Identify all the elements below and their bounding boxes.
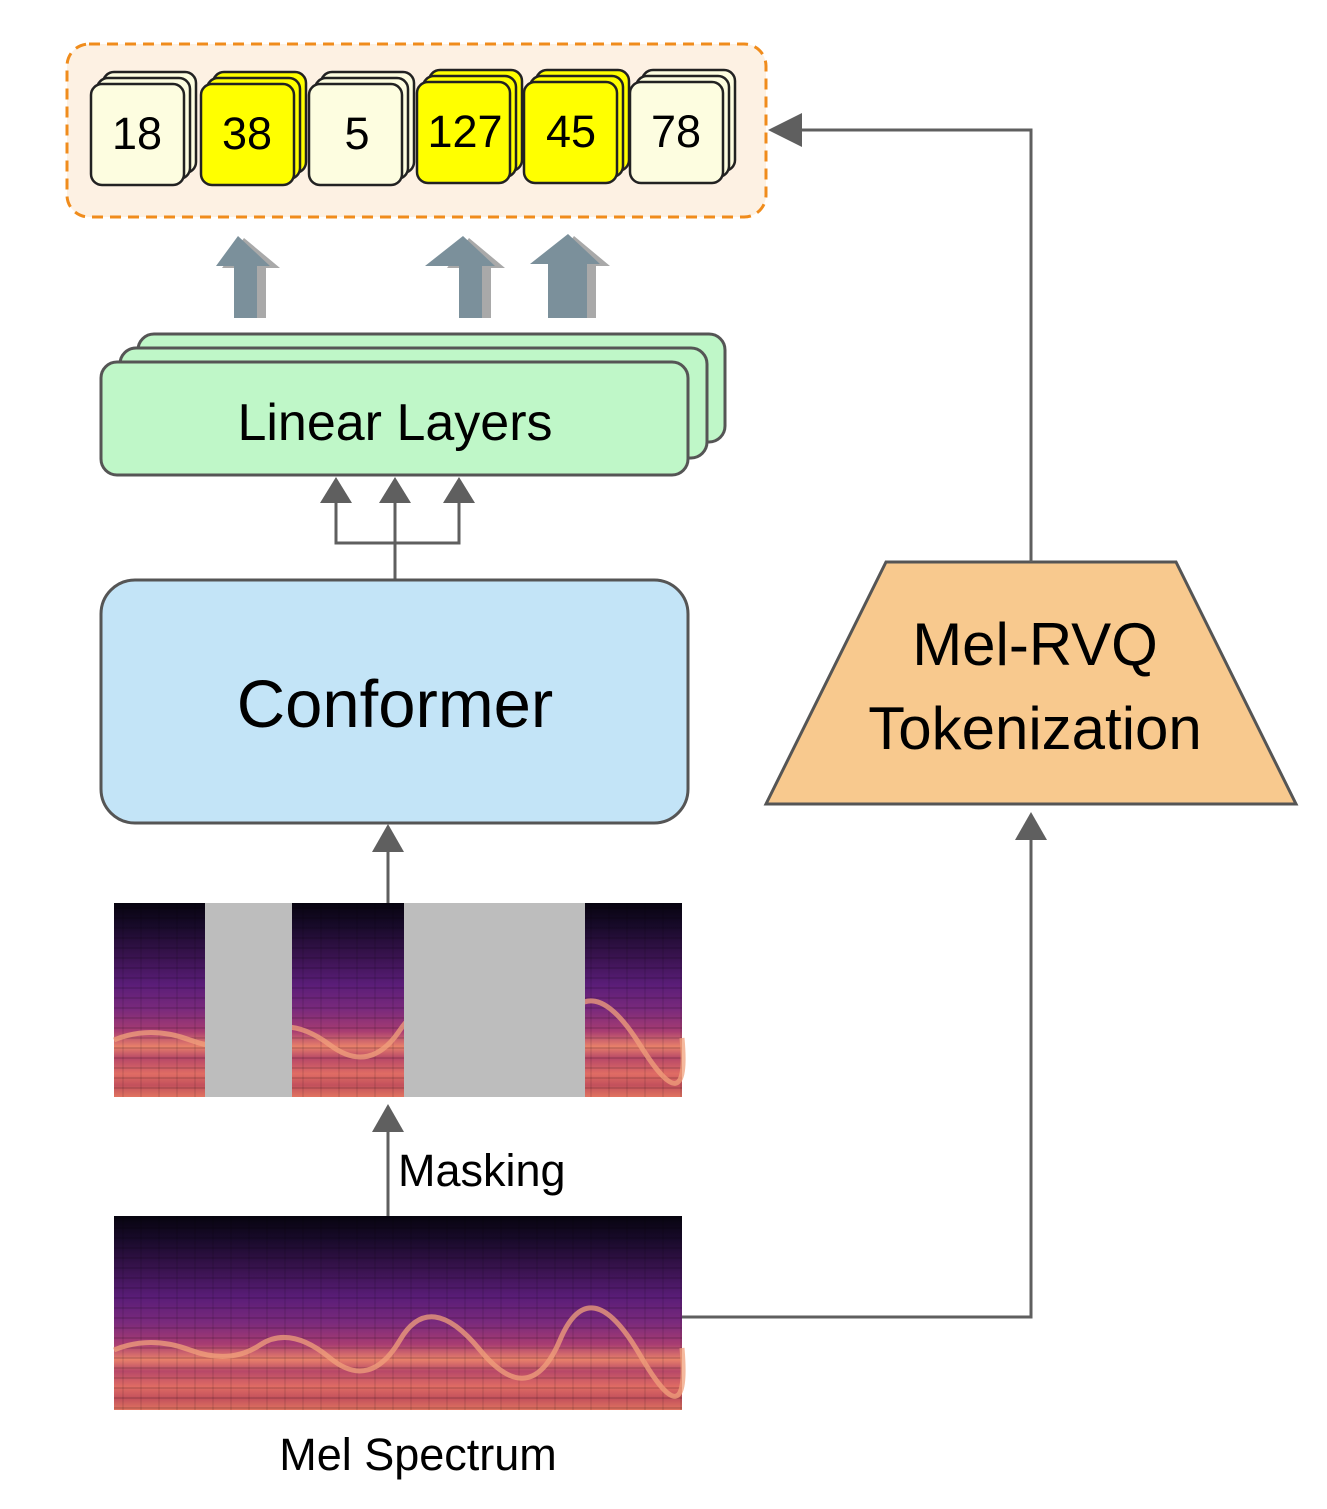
token-5: 5 bbox=[307, 70, 416, 187]
token-38: 38 bbox=[199, 70, 308, 187]
masked-spectrogram bbox=[113, 903, 686, 1097]
tokenizer-to-tokens-arrow bbox=[768, 113, 1033, 562]
token-18: 18 bbox=[89, 70, 198, 187]
prediction-arrow-2 bbox=[425, 236, 505, 318]
token-18-label: 18 bbox=[112, 108, 162, 159]
branch-arrows bbox=[334, 500, 461, 580]
conformer-block bbox=[99, 578, 690, 825]
spectrum-to-tokenizer-arrow bbox=[682, 812, 1047, 1319]
linear-layers: Linear Layers bbox=[99, 332, 727, 477]
linear-layers-label: Linear Layers bbox=[237, 394, 552, 452]
mel-spectrum-label: Mel Spectrum bbox=[279, 1429, 557, 1480]
mel-spectrogram bbox=[113, 1216, 686, 1410]
prediction-arrow-1 bbox=[216, 236, 280, 318]
conformer-label: Conformer bbox=[237, 667, 553, 742]
token-45-label: 45 bbox=[546, 106, 596, 157]
tokenizer-block bbox=[763, 560, 1299, 806]
token-5-label: 5 bbox=[344, 108, 369, 159]
token-45: 45 bbox=[522, 68, 631, 185]
masking-label: Masking bbox=[398, 1145, 566, 1196]
tokenizer-label-line2: Tokenization bbox=[868, 695, 1202, 762]
branch-arrowheads bbox=[320, 477, 475, 503]
mask-region-1 bbox=[205, 903, 292, 1097]
token-78: 78 bbox=[628, 68, 737, 185]
tokenizer-label-line1: Mel-RVQ bbox=[912, 611, 1158, 678]
token-38-label: 38 bbox=[222, 108, 272, 159]
mask-region-2 bbox=[404, 903, 585, 1097]
prediction-arrows bbox=[216, 234, 610, 318]
prediction-arrow-3 bbox=[530, 234, 610, 318]
token-stack: 18 38 5 127 45 bbox=[89, 68, 737, 187]
masked-to-conformer-arrow bbox=[372, 824, 404, 915]
token-127: 127 bbox=[415, 68, 524, 185]
token-127-label: 127 bbox=[427, 106, 502, 157]
token-78-label: 78 bbox=[651, 106, 701, 157]
masking-arrow bbox=[372, 1104, 404, 1216]
